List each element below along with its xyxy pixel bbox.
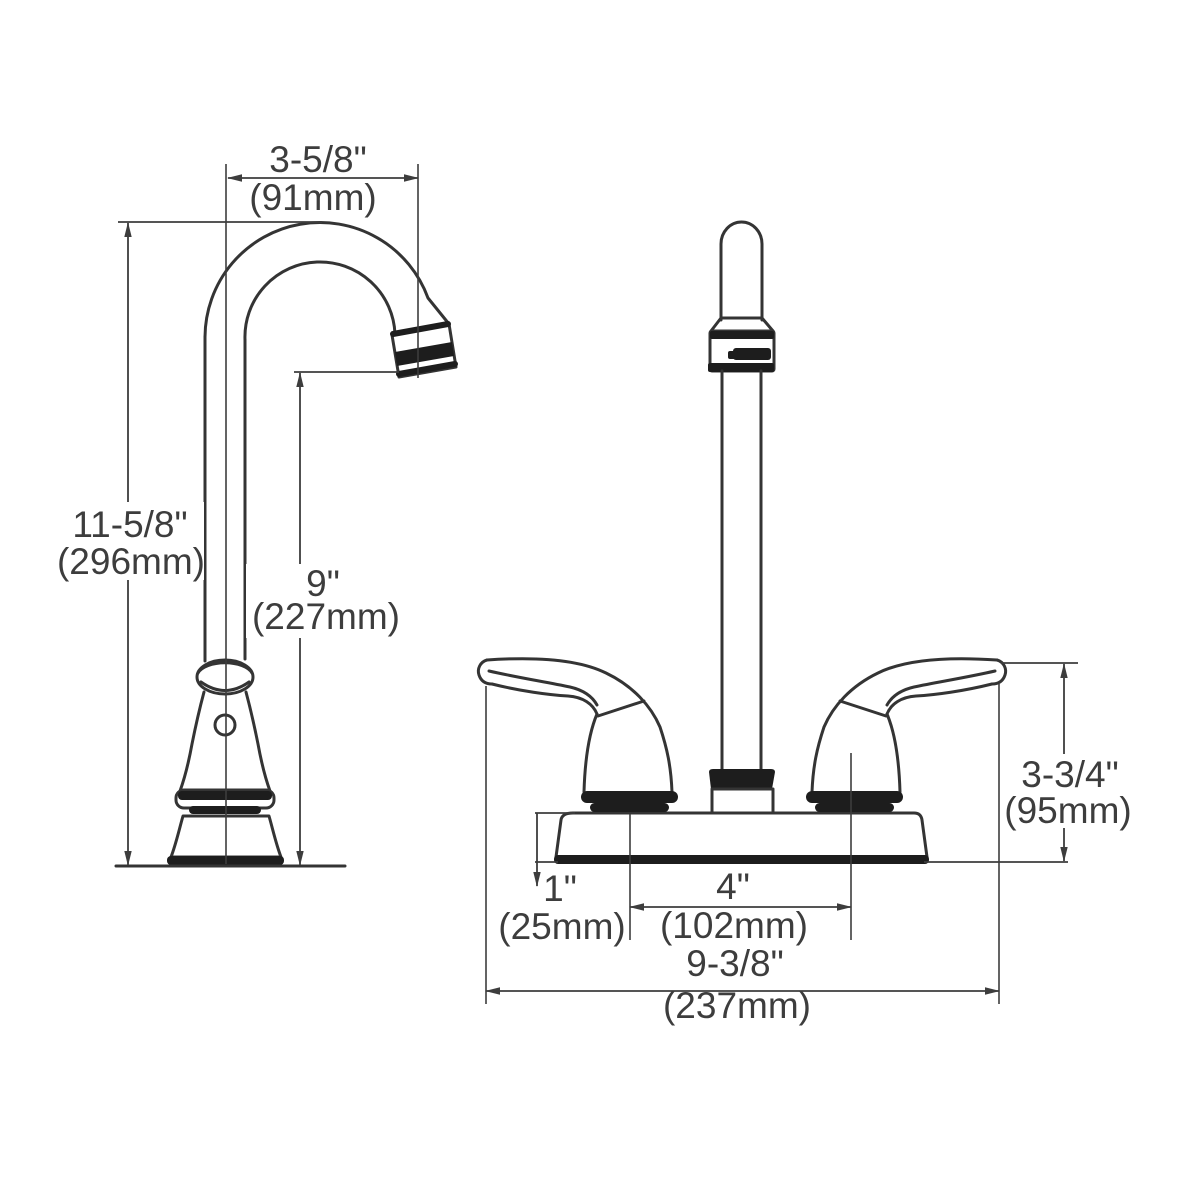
handle-centers-metric: (102mm) (660, 905, 808, 946)
dimension-annotations: 3-5/8" (91mm) 11-5/8" (296mm) 9" (227mm)… (52, 139, 1138, 1026)
handle-height-metric: (95mm) (1004, 790, 1131, 831)
dim-spout-reach: 3-5/8" (91mm) (225, 139, 419, 864)
aerator-bottom-band (396, 361, 458, 377)
label-mask-overall-height (52, 502, 204, 580)
handle-side-view (195, 658, 255, 696)
aerator-tip (390, 321, 458, 379)
front-view (476, 220, 1008, 864)
spout-reach-metric: (91mm) (249, 177, 376, 218)
spout-inner-arc (243, 260, 397, 342)
overall-height-inches: 11-5/8" (72, 504, 187, 545)
body-right-curve (244, 690, 272, 793)
dim-overall-width: 9-3/8" (237mm) (485, 684, 1000, 1026)
body-left-curve (178, 690, 206, 793)
overall-width-inches: 9-3/8" (686, 943, 783, 984)
spout-height-inches: 9" (306, 563, 340, 604)
base-flange-side (114, 788, 347, 868)
nut-lower-section (710, 787, 775, 815)
spout-height-metric: (227mm) (252, 596, 400, 637)
handle-offset-inches: 1" (543, 868, 577, 909)
left-handle (476, 657, 680, 814)
set-screw-hole (213, 713, 237, 737)
flange-lower-ring (189, 806, 261, 814)
overall-height-metric: (296mm) (57, 541, 205, 582)
spout-side-view (203, 221, 451, 663)
dim-spout-height: 9" (227mm) (246, 371, 406, 866)
dim-handle-centers: 4" (102mm) (629, 753, 852, 946)
aerator-top-band (390, 321, 451, 337)
handle-height-inches: 3-3/4" (1021, 754, 1118, 795)
deck-plate-outline (554, 811, 929, 859)
flange-dark-band (178, 791, 272, 800)
collar-top-band (710, 331, 774, 339)
handle-top-inner-arc (199, 680, 251, 692)
spout-front-view (708, 220, 776, 772)
body-side-view (178, 690, 272, 793)
spout-riser-top (719, 220, 764, 322)
handle-offset-metric: (25mm) (498, 906, 625, 947)
collar-bottom-band (708, 363, 774, 372)
nut-dark-body (709, 769, 775, 789)
spout-reach-inches: 3-5/8" (269, 139, 366, 180)
dim-handle-offset: 1" (25mm) (498, 812, 626, 947)
deck-plate-bottom-band (554, 855, 929, 864)
mounting-nut (709, 769, 775, 815)
handle-centers-inches: 4" (716, 866, 750, 907)
label-mask-handle-height (998, 754, 1138, 828)
brand-mark-smudge (733, 348, 771, 360)
handle-top-outline (195, 658, 255, 696)
dim-handle-height: 3-3/4" (95mm) (924, 662, 1138, 863)
right-handle (804, 657, 1008, 814)
brand-mark-smudge-2 (728, 351, 738, 359)
label-mask-spout-height (246, 564, 406, 638)
dim-overall-height: 11-5/8" (296mm) (52, 221, 322, 866)
deck-plate (554, 811, 929, 864)
spout-outer-arc (203, 221, 451, 339)
collar-flare-left (709, 316, 723, 333)
aerator-dark-band (395, 342, 454, 366)
collar-flare-right (760, 316, 775, 333)
overall-width-metric: (237mm) (663, 985, 811, 1026)
handle-top-crescent (196, 661, 254, 675)
